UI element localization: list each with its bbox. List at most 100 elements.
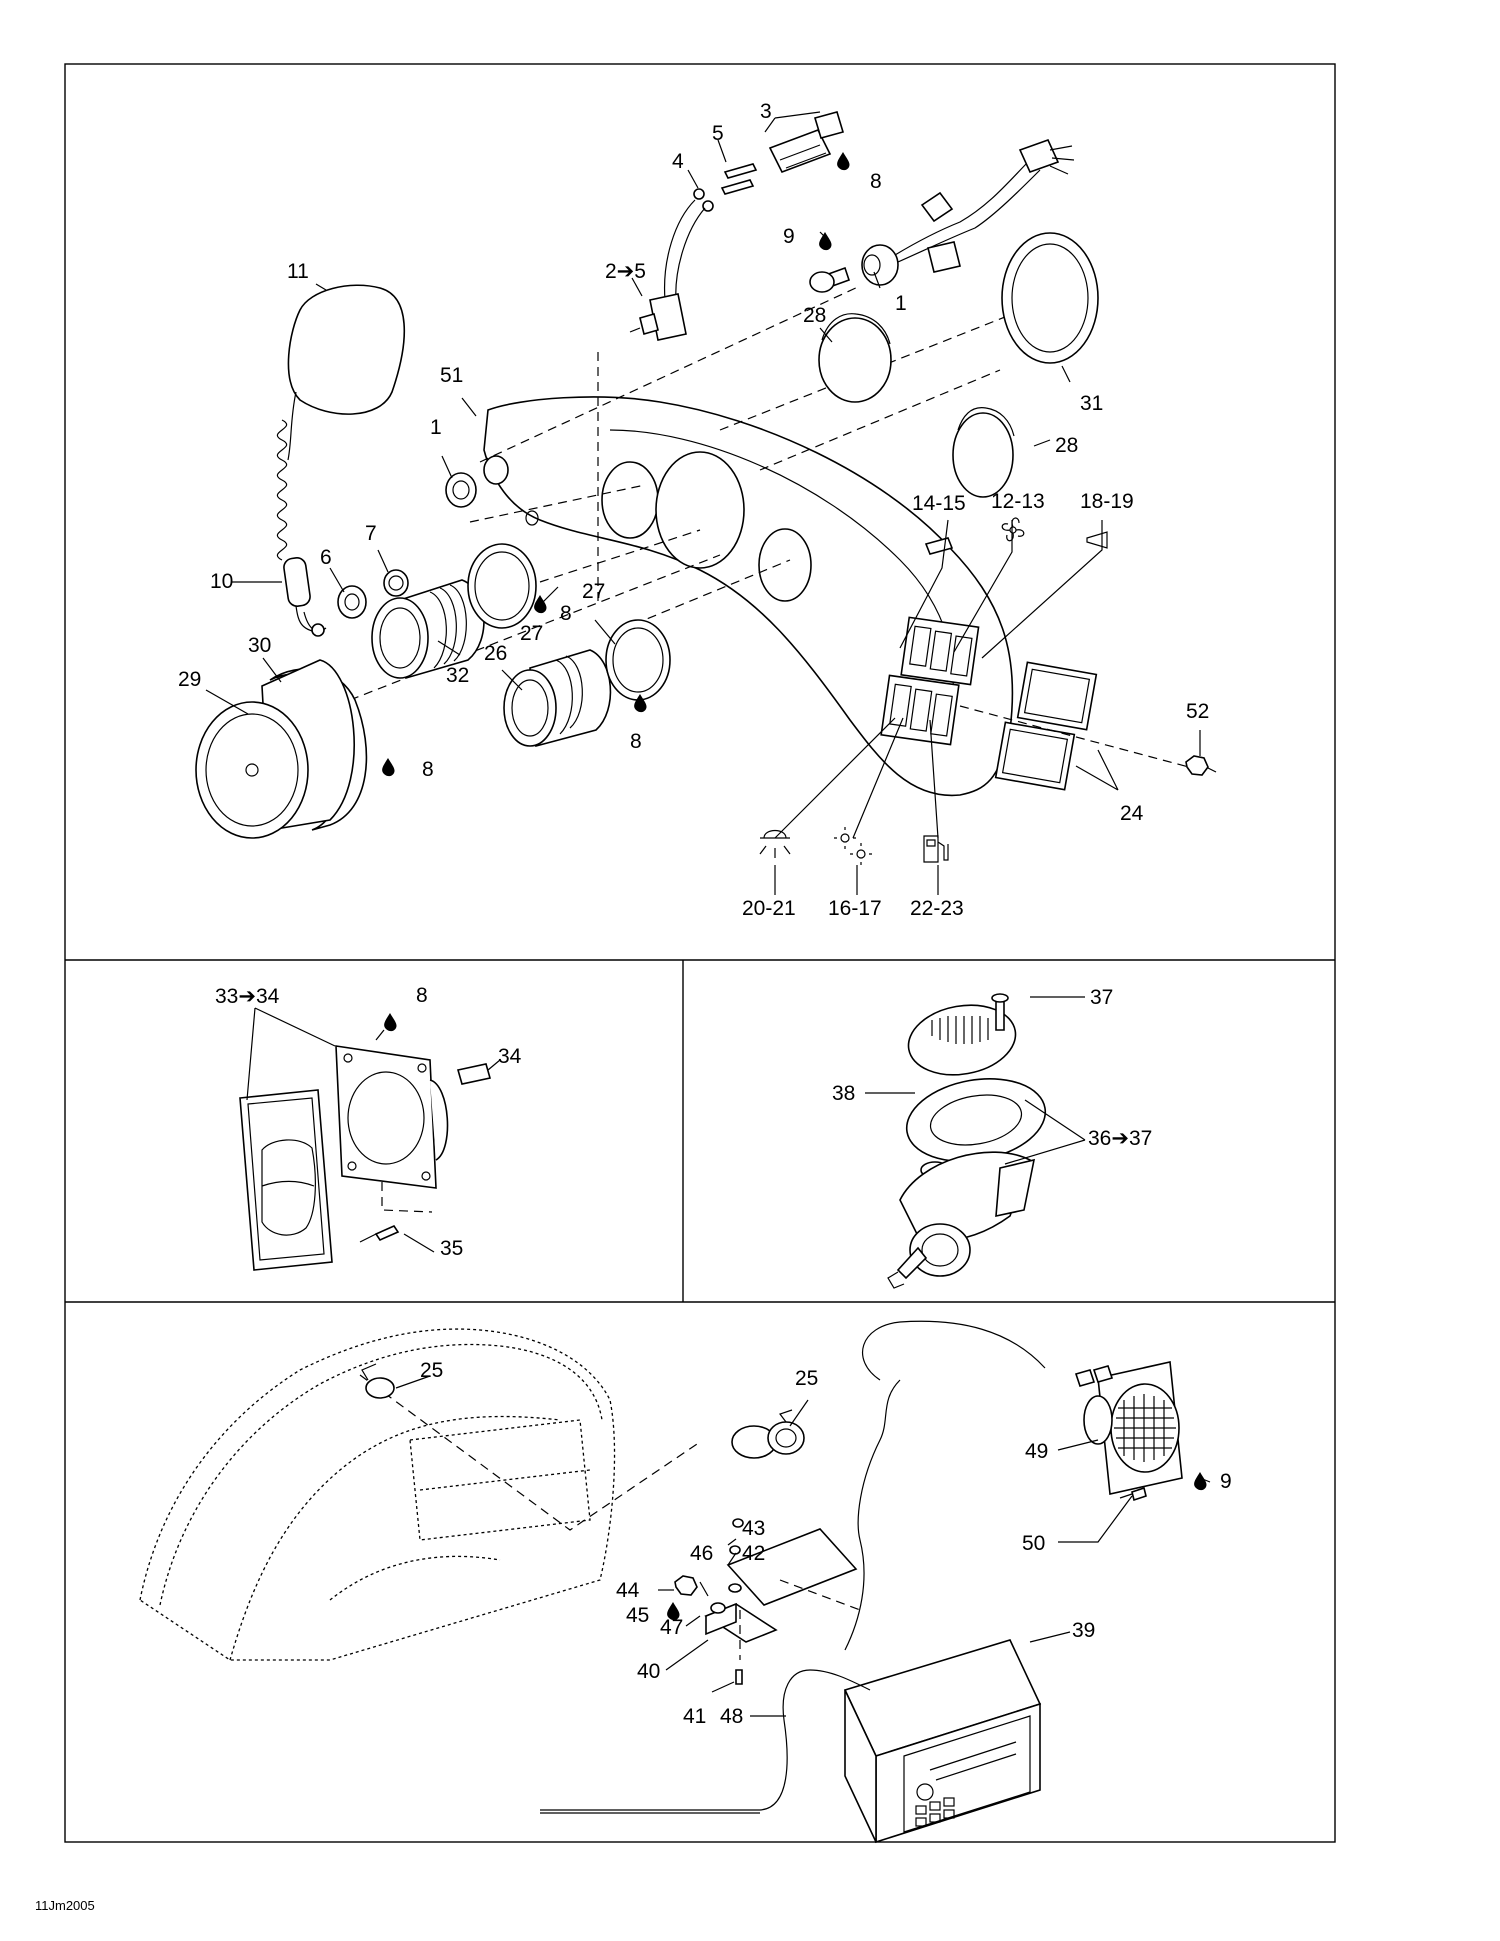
thread-locker-icon	[382, 758, 395, 777]
thread-locker-icon	[819, 232, 832, 251]
toggle-switch	[629, 199, 706, 341]
callout-8-gauge: 8	[630, 730, 642, 753]
callout-18-19: 18-19	[1080, 490, 1134, 513]
callout-41: 41	[683, 1705, 706, 1728]
callout-51: 51	[440, 364, 463, 387]
thread-locker-icon	[667, 1602, 680, 1621]
callout-9-switch: 9	[783, 225, 795, 248]
callout-31: 31	[1080, 392, 1103, 415]
callouts-main: 3 5 4 8 9 2➔5 1 11 28 51 31 1 28 14-15 1…	[178, 100, 1209, 920]
callout-8-ring: 8	[560, 602, 572, 625]
callout-38: 38	[832, 1082, 855, 1105]
mounting-hardware	[674, 1518, 861, 1685]
callout-47: 47	[660, 1616, 683, 1639]
callouts-horn: 37 38 36➔37	[832, 986, 1152, 1150]
callout-27-right: 27	[520, 622, 543, 645]
antenna-cable	[844, 1379, 901, 1651]
horn-grille	[907, 993, 1017, 1076]
callout-39: 39	[1072, 1619, 1095, 1642]
cup-holders	[818, 232, 1099, 498]
callout-4: 4	[672, 150, 684, 173]
callout-1-bezel: 1	[430, 416, 442, 439]
callout-44: 44	[616, 1579, 640, 1602]
callout-50: 50	[1022, 1532, 1045, 1555]
nav-light-icon	[759, 829, 791, 858]
callout-28-lower: 28	[1055, 434, 1078, 457]
accessory-outlet-left	[361, 1363, 395, 1399]
callout-46: 46	[690, 1542, 713, 1565]
callout-11: 11	[287, 260, 309, 283]
small-rings	[337, 472, 477, 619]
dashboard-console	[483, 396, 1098, 797]
diagram-id: 11Jm2005	[35, 1898, 95, 1913]
callout-6: 6	[320, 546, 332, 569]
callout-37: 37	[1090, 986, 1113, 1009]
callout-45: 45	[626, 1604, 649, 1627]
power-cable	[540, 1669, 871, 1811]
leader-lines-horn	[865, 996, 1086, 1165]
callout-8-vent: 8	[416, 984, 428, 1007]
callout-34: 34	[498, 1045, 522, 1068]
main-panel: 3 5 4 8 9 2➔5 1 11 28 51 31 1 28 14-15 1…	[178, 100, 1217, 920]
diagram-frames	[64, 63, 1336, 1843]
horn-panel: 37 38 36➔37	[832, 986, 1152, 1289]
safety-lanyard	[276, 284, 406, 637]
callout-9: 9	[1220, 1470, 1232, 1493]
thread-locker-icon	[837, 152, 850, 171]
radio-panel: 25 25 49 9 50 43 42 46 44 45 47 39 40 41…	[139, 1320, 1232, 1844]
callout-16-17: 16-17	[828, 897, 882, 920]
callout-29: 29	[178, 668, 201, 691]
leader-lines-radio	[395, 1375, 1211, 1717]
callout-24: 24	[1120, 802, 1144, 825]
thread-locker-icon	[1194, 1472, 1207, 1491]
horn-icon	[1086, 531, 1108, 549]
callout-12-13: 12-13	[991, 490, 1045, 513]
callout-5: 5	[712, 122, 724, 145]
speaker	[862, 1320, 1183, 1495]
callout-10: 10	[210, 570, 233, 593]
speedometer	[195, 659, 368, 839]
callout-36-37: 36➔37	[1088, 1127, 1152, 1150]
callout-30: 30	[248, 634, 271, 657]
callout-7: 7	[365, 522, 377, 545]
leader-lines-main	[205, 111, 1201, 895]
accessory-outlet-right	[731, 1409, 805, 1459]
stereo-unit	[843, 1639, 1042, 1844]
callout-32: 32	[446, 664, 469, 687]
callout-1-key-switch: 1	[895, 292, 907, 315]
callout-52: 52	[1186, 700, 1209, 723]
callout-43: 43	[742, 1517, 765, 1540]
callout-8-speedo: 8	[422, 758, 434, 781]
air-vent	[239, 1045, 492, 1271]
callout-25-left: 25	[420, 1359, 443, 1382]
thread-locker-icon	[384, 1013, 397, 1032]
callout-42: 42	[742, 1542, 765, 1565]
callouts-radio: 25 25 49 9 50 43 42 46 44 45 47 39 40 41…	[420, 1359, 1232, 1728]
callout-33-34: 33➔34	[215, 985, 280, 1008]
callout-48: 48	[720, 1705, 743, 1728]
connector-housing	[768, 111, 845, 174]
callout-40: 40	[637, 1660, 660, 1683]
callout-22-23: 22-23	[910, 897, 964, 920]
callout-3: 3	[760, 100, 772, 123]
horn-body	[887, 1151, 1036, 1289]
ignition-switch	[809, 138, 1075, 293]
callout-35: 35	[440, 1237, 463, 1260]
fuel-pump-icon	[923, 835, 949, 863]
callout-20-21: 20-21	[742, 897, 796, 920]
blower-fan-icon	[1001, 517, 1025, 542]
console-outline-dotted	[139, 1328, 616, 1661]
terminals	[693, 163, 758, 212]
gauge-32	[371, 543, 537, 680]
callout-27-left: 27	[582, 580, 605, 603]
callout-25-right: 25	[795, 1367, 818, 1390]
callout-2-5: 2➔5	[605, 260, 646, 283]
speaker-screw	[1119, 1486, 1147, 1502]
callouts-vent: 33➔34 8 34 35	[215, 984, 522, 1260]
nut-52	[1185, 755, 1217, 776]
callout-14-15: 14-15	[912, 492, 966, 515]
thread-locker-icon	[634, 694, 647, 713]
callout-8-connector: 8	[870, 170, 882, 193]
anchor-light-icon	[834, 827, 872, 865]
